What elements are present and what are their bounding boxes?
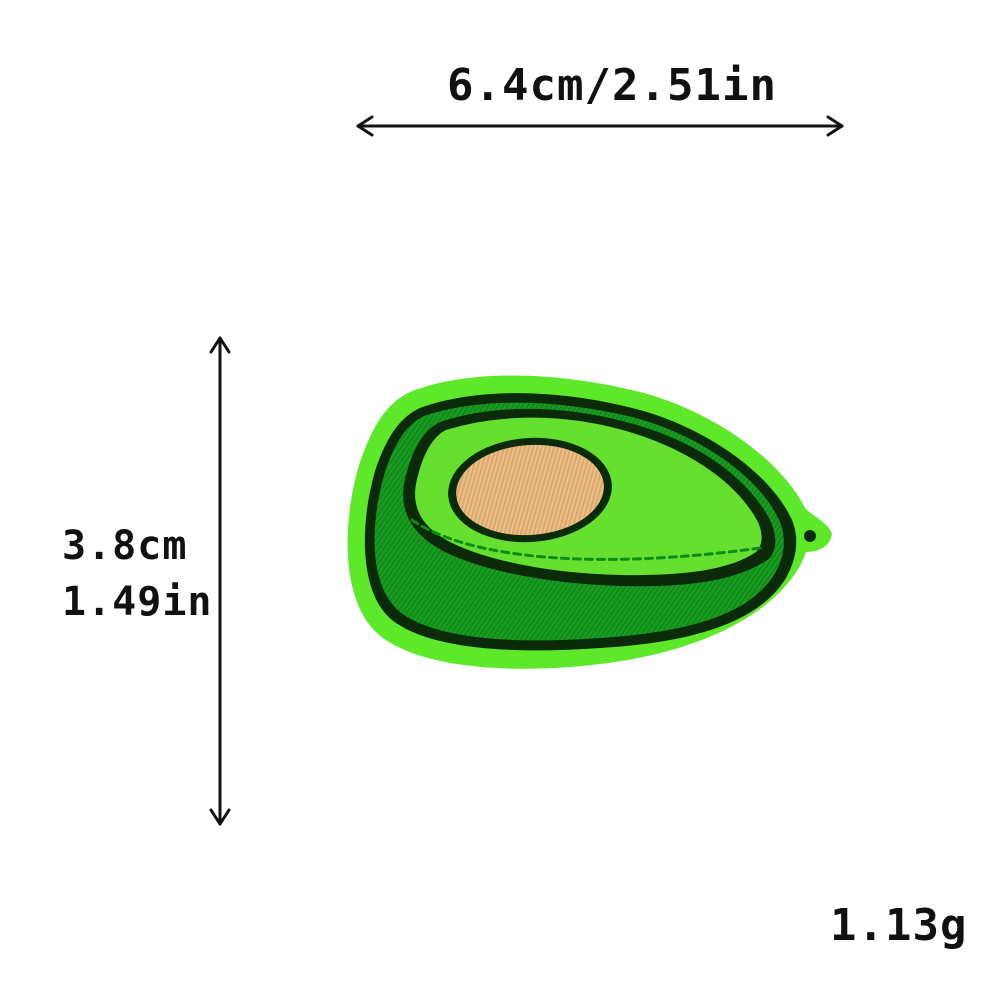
height-dimension-in-label: 1.49in <box>62 579 213 625</box>
weight-label: 1.13g <box>830 900 968 951</box>
stitch-line <box>410 518 762 561</box>
height-arrow-head-top <box>209 336 231 354</box>
stem-nub <box>804 530 816 542</box>
avocado-patch-image <box>347 375 832 669</box>
height-dimension-cm-label: 3.8cm <box>62 523 188 569</box>
avocado-pit <box>456 444 604 536</box>
width-arrow-head-left <box>356 115 374 137</box>
height-arrow-head-bottom <box>209 808 231 826</box>
width-dimension-label: 6.4cm/2.51in <box>447 60 777 111</box>
width-arrow-head-right <box>826 115 844 137</box>
